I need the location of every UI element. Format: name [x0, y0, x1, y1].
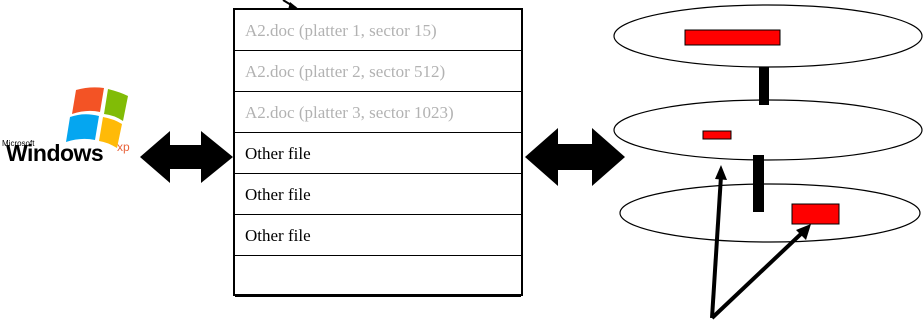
file-table-row: A2.doc (platter 1, sector 15) — [235, 10, 521, 51]
pointer-head-platter-2 — [715, 165, 727, 180]
file-table-row: Other file — [235, 133, 521, 174]
logo-windows-text: Windows — [6, 140, 104, 166]
os-table-double-arrow — [140, 131, 233, 183]
file-table-row: A2.doc (platter 2, sector 512) — [235, 51, 521, 92]
logo-xp-text: xp — [117, 140, 130, 154]
sector-platter-1 — [684, 29, 781, 46]
spindle-upper — [759, 61, 769, 105]
sector-platter-3 — [791, 203, 840, 225]
file-table-row: Other file — [235, 174, 521, 215]
platter-2 — [613, 99, 923, 161]
file-table-row: A2.doc (platter 3, sector 1023) — [235, 92, 521, 133]
pointer-line-to-platter-3 — [710, 230, 805, 320]
platter-3 — [619, 183, 921, 243]
sector-platter-2 — [702, 130, 732, 140]
table-disk-double-arrow — [525, 128, 625, 186]
logo-microsoft-text: Microsoft — [2, 139, 35, 148]
file-table-row: Other file — [235, 215, 521, 256]
pointer-line-to-platter-2 — [710, 175, 723, 319]
windows-flag-icon — [66, 87, 128, 148]
file-table-row — [235, 256, 521, 297]
pointer-head-platter-3 — [796, 224, 811, 240]
file-table: A2.doc (platter 1, sector 15) A2.doc (pl… — [233, 8, 523, 297]
